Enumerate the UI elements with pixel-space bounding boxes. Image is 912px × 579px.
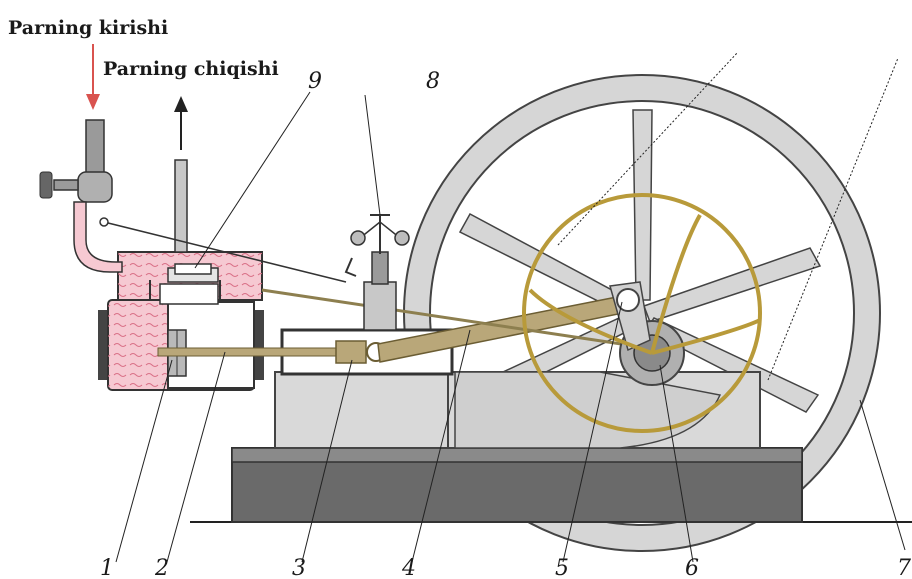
eccentric-rod	[261, 288, 629, 347]
callout-1: 1	[100, 556, 114, 579]
steam-in-arrow	[86, 44, 100, 110]
steam-out-arrow	[174, 96, 188, 150]
piston-rod	[157, 347, 347, 357]
crank-pin	[609, 281, 651, 352]
leader-lines	[115, 51, 906, 563]
callout-2: 2	[154, 556, 169, 579]
steam-outlet-pipe	[174, 159, 188, 253]
callout-7: 7	[897, 556, 911, 579]
linkage-pivot	[99, 217, 109, 227]
steam-in-label: Parning kirishi	[8, 17, 168, 39]
governor	[344, 214, 410, 331]
callout-5: 5	[555, 556, 569, 579]
callout-3: 3	[292, 556, 306, 579]
slide-valve	[174, 263, 212, 275]
valve-chest	[117, 251, 263, 305]
throttle-linkage	[103, 221, 347, 283]
callout-6: 6	[685, 556, 699, 579]
callout-8: 8	[426, 69, 440, 94]
engine-base-top	[231, 447, 803, 463]
frame-block-left	[274, 371, 454, 449]
steam-out-label: Parning chiqishi	[103, 58, 279, 80]
crosshead	[335, 340, 386, 364]
eccentric-spokes	[528, 214, 761, 355]
callout-9: 9	[308, 69, 322, 94]
callout-4: 4	[401, 556, 416, 579]
steam-inlet-pipe	[39, 119, 123, 273]
eccentric-ring	[522, 193, 762, 433]
